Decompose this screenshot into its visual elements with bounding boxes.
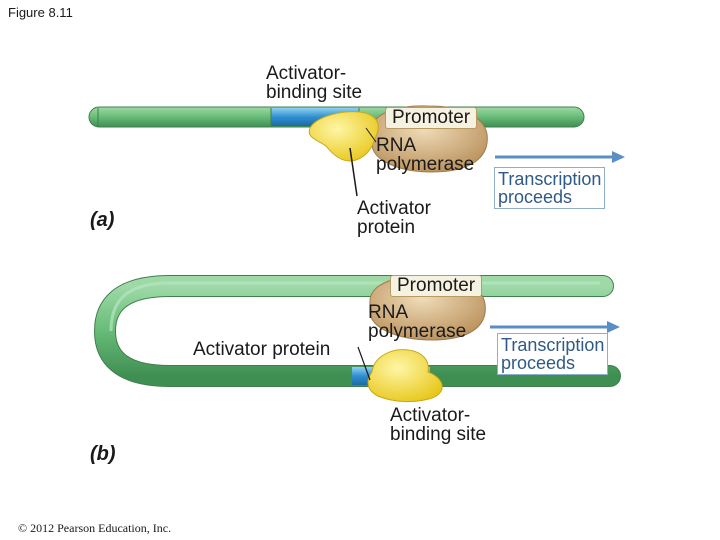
rna-polymerase-pointer-a [365,127,377,143]
panel-b-label: (b) [90,443,116,465]
copyright-notice: © 2012 Pearson Education, Inc. [18,521,172,535]
rna-polymerase-label-a: RNA polymerase [376,135,475,175]
panel-a-label: (a) [90,209,115,231]
transcription-arrowhead-b [607,321,620,333]
transcription-arrowhead-a [612,151,625,163]
activator-protein-b [367,349,443,403]
activator-protein-label-b: Activator protein [193,339,331,360]
promoter-label-a: Promoter [385,107,478,129]
rna-polymerase-label-b: RNA polymerase [368,302,467,342]
promoter-label-b: Promoter [390,275,483,297]
transcription-proceeds-label-b: Transcription proceeds [497,333,609,375]
activator-binding-site-label-a: Activator- binding site [266,63,363,103]
activator-protein-label-a: Activator protein [357,198,431,238]
transcription-proceeds-label-a: Transcription proceeds [494,167,606,209]
activator-pointer-b [357,346,371,381]
activator-binding-site-label-b: Activator- binding site [390,405,487,445]
activator-pointer-a [349,147,358,197]
figure-label: Figure 8.11 [8,5,73,20]
activator-protein-a [308,111,379,162]
